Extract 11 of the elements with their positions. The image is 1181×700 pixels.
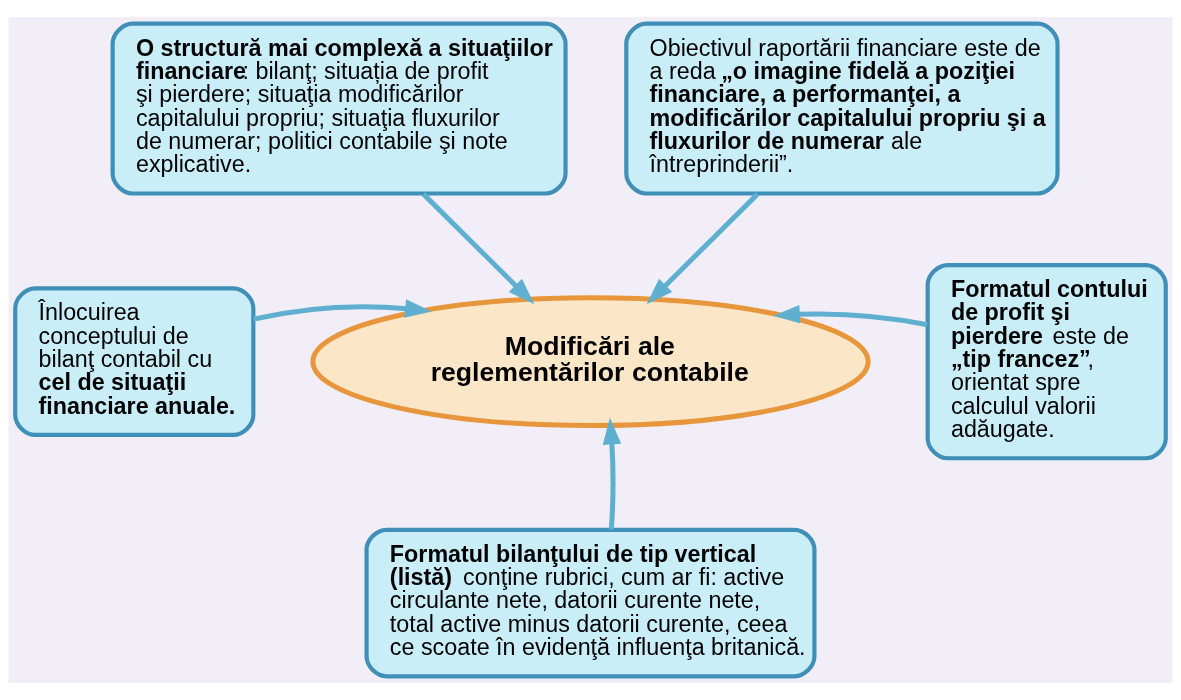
node-box: Formatul contului de profit şi pierdere este de „tip francez”, orientat spre calculul valorii adăugate. [925,263,1168,461]
arrow [253,299,432,322]
node-box: Obiectivul raportării financiare este de a reda „o imagine fidelă a poziţiei financiare, a performanţei, a modificărilor capitalului propriu şi a fluxurilor de numerar ale întreprinderii”. [624,21,1060,196]
node-box: Înlocuirea conceptului de bilanţ contabil cu cel de situaţii financiare anuale. [13,286,256,437]
arrow [646,192,760,305]
node-box: O structură mai complexă a situaţiilor financiare: bilanţ; situația de profit şi pierdere; situaţia modificărilor capitalului propriu; situaţia fluxurilor de numerar; politici contabile şi note explicative. [110,21,568,196]
arrow [602,417,622,530]
arrow [773,304,928,328]
arrow [421,192,535,305]
node-box: Formatul bilanţului de tip vertical (listă) conţine rubrici, cum ar fi: active circulante nete, datorii curente nete, total active minus datorii curente, ceea ce scoate în evidenţă influenţa britanică. [364,527,817,679]
node-ellipse: Modificări ale reglementărilor contabile [310,295,871,429]
